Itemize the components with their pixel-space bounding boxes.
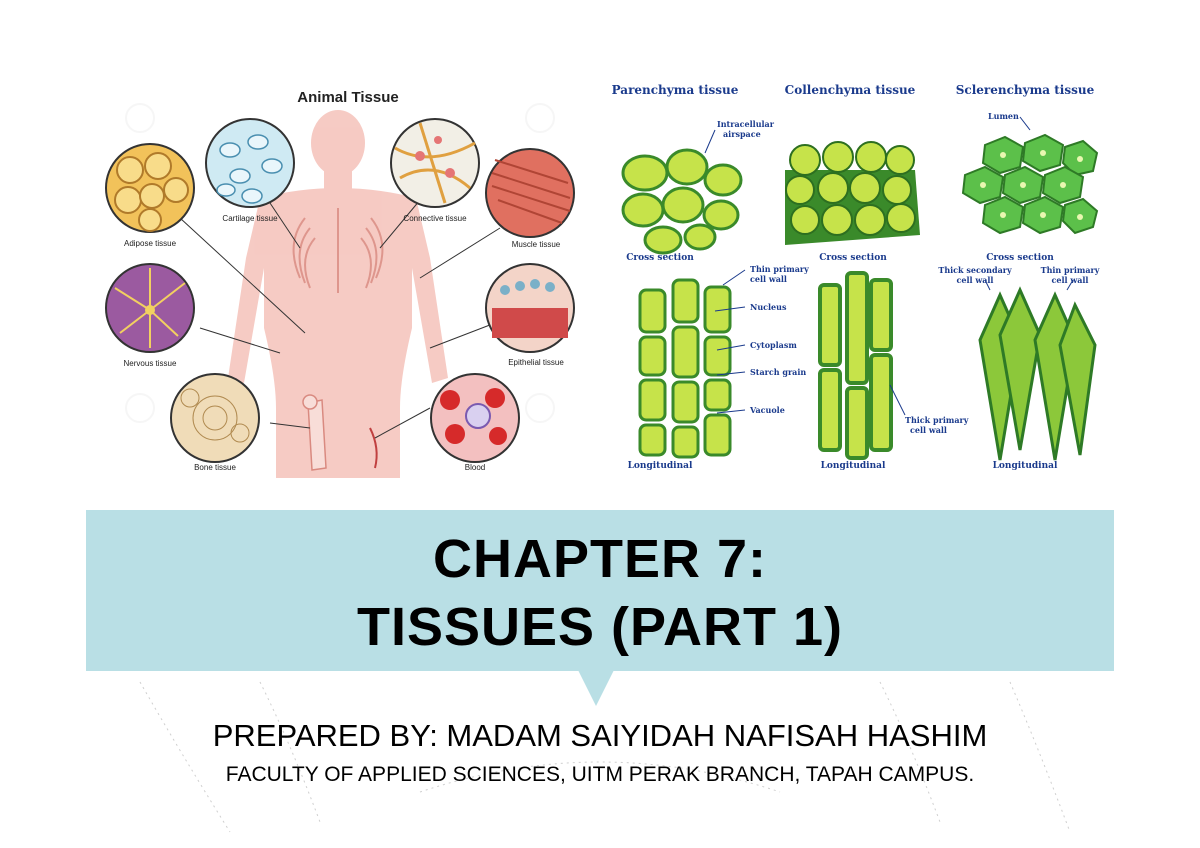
plant-tissue-illustration: Parenchyma tissue Collenchyma tissue Scl… [612, 83, 1100, 471]
thick-primary-annotation-2: cell wall [910, 425, 947, 435]
sclerenchyma-cross-section [961, 133, 1099, 235]
sclerenchyma-header: Sclerenchyma tissue [956, 83, 1095, 97]
femur-bone [302, 394, 327, 471]
annotation-lines [704, 116, 1074, 416]
blood-vessel [369, 427, 378, 469]
lumen-annotation: Lumen [988, 111, 1019, 121]
decorative-background-lines [139, 681, 1071, 833]
airspace-annotation-2: airspace [723, 129, 761, 139]
collenchyma-header: Collenchyma tissue [785, 83, 916, 97]
thin-primary-right-annotation-2: cell wall [1052, 275, 1089, 285]
sclerenchyma-cross-label: Cross section [986, 253, 1054, 263]
cartilage-tissue-label: Cartilage tissue [222, 214, 278, 223]
cytoplasm-annotation: Cytoplasm [750, 340, 797, 350]
adipose-tissue-circle [105, 143, 195, 233]
thick-secondary-annotation-2: cell wall [957, 275, 994, 285]
adipose-tissue-label: Adipose tissue [124, 239, 177, 248]
muscle-tissue-label: Muscle tissue [512, 240, 561, 249]
muscle-tissue-circle [485, 148, 575, 238]
cartilage-tissue-circle [205, 118, 295, 208]
nucleus-annotation: Nucleus [750, 302, 787, 312]
epithelial-tissue-label: Epithelial tissue [508, 358, 564, 367]
banner-pointer [578, 670, 614, 706]
bone-tissue-circle [170, 373, 260, 463]
thin-wall-annotation-1: Thin primary [750, 264, 809, 274]
thick-secondary-annotation-1: Thick secondary [938, 265, 1012, 275]
faculty-text: FACULTY OF APPLIED SCIENCES, UITM PERAK … [225, 763, 975, 786]
airspace-annotation-1: Intracellular [717, 119, 775, 129]
thin-primary-right-annotation-1: Thin primary [1041, 265, 1100, 275]
parenchyma-longitudinal-label: Longitudinal [628, 461, 693, 471]
parenchyma-cross-section [621, 148, 743, 255]
thin-wall-annotation-2: cell wall [750, 274, 787, 284]
title-banner: CHAPTER 7: TISSUES (PART 1) [86, 510, 1114, 671]
parenchyma-cross-label: Cross section [626, 253, 694, 263]
nervous-tissue-circle [105, 263, 195, 353]
vacuole-annotation: Vacuole [749, 405, 785, 415]
starch-grain-annotation: Starch grain [750, 367, 806, 377]
collenchyma-cross-section [785, 141, 920, 245]
parenchyma-longitudinal [638, 278, 732, 459]
sclerenchyma-longitudinal-label: Longitudinal [993, 461, 1058, 471]
title-line-2: TISSUES (PART 1) [356, 597, 844, 657]
thick-primary-annotation-1: Thick primary [905, 415, 969, 425]
connective-tissue-circle [390, 118, 480, 208]
animal-tissue-illustration: Animal Tissue Adipose tissue Cartilage t… [105, 89, 575, 478]
connective-tissue-label: Connective tissue [403, 214, 467, 223]
watermark-pattern [125, 103, 555, 423]
collenchyma-longitudinal [818, 271, 893, 460]
bone-tissue-label: Bone tissue [194, 463, 236, 472]
human-body-silhouette [228, 110, 448, 478]
prepared-by-text: PREPARED BY: MADAM SAIYIDAH NAFISAH HASH… [212, 718, 988, 753]
collenchyma-cross-label: Cross section [819, 253, 887, 263]
animal-tissue-title: Animal Tissue [297, 89, 398, 106]
collenchyma-longitudinal-label: Longitudinal [821, 461, 886, 471]
sclerenchyma-longitudinal [978, 286, 1097, 461]
parenchyma-header: Parenchyma tissue [612, 83, 739, 97]
blood-label: Blood [465, 463, 485, 472]
title-line-1: CHAPTER 7: [432, 529, 768, 589]
epithelial-tissue-circle [485, 263, 575, 353]
nervous-tissue-label: Nervous tissue [124, 359, 177, 368]
blood-circle [430, 373, 520, 463]
